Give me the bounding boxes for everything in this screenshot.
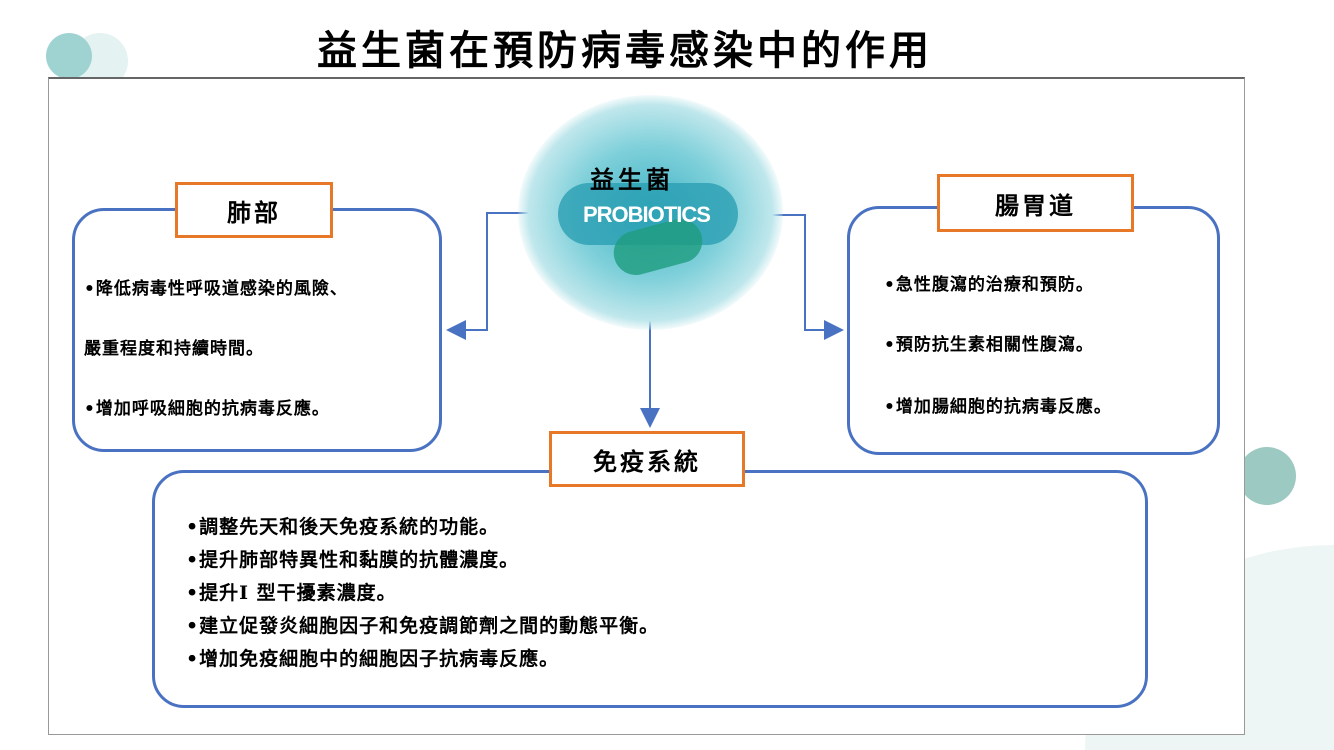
page-title: 益生菌在預防病毒感染中的作用 — [317, 28, 933, 74]
immune-item: •提升I 型干擾素濃度。 — [186, 582, 397, 604]
center-label-en: PROBIOTICS — [583, 202, 711, 227]
gut-item: •增加腸細胞的抗病毒反應。 — [884, 397, 1112, 417]
immune-item: •增加免疫細胞中的細胞因子抗病毒反應。 — [186, 648, 560, 670]
lung-label: 肺部 — [175, 182, 333, 238]
immune-box — [152, 470, 1148, 708]
decor-circle-teal — [46, 33, 92, 79]
lung-item: •降低病毒性呼吸道感染的風險、 — [84, 279, 348, 299]
gut-label: 腸胃道 — [937, 174, 1134, 232]
immune-item: •建立促發炎細胞因子和免疫調節劑之間的動態平衡。 — [186, 615, 660, 637]
probiotics-image: 益生菌 PROBIOTICS — [518, 95, 783, 330]
center-label-zh: 益生菌 — [590, 165, 674, 194]
lung-item: 嚴重程度和持續時間。 — [84, 339, 264, 359]
immune-item: •調整先天和後天免疫系統的功能。 — [186, 516, 500, 538]
lung-box — [72, 208, 442, 452]
immune-label: 免疫系統 — [549, 431, 745, 487]
decor-circle-right — [1238, 447, 1296, 505]
gut-box — [847, 206, 1220, 455]
gut-item: •預防抗生素相關性腹瀉。 — [884, 335, 1094, 355]
lung-item: •增加呼吸細胞的抗病毒反應。 — [84, 399, 330, 419]
gut-item: •急性腹瀉的治療和預防。 — [884, 275, 1094, 295]
immune-item: •提升肺部特異性和黏膜的抗體濃度。 — [186, 549, 520, 571]
